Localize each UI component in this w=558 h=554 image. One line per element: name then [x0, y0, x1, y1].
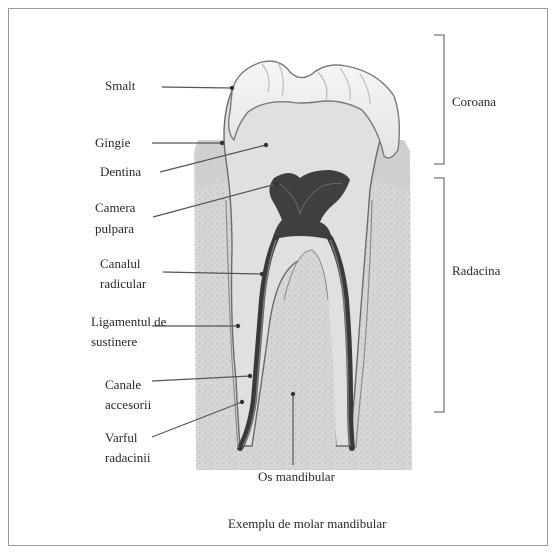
label-radacina: Radacina	[452, 263, 501, 278]
coroana-bracket	[434, 35, 444, 164]
label-varful-line2: radacinii	[105, 450, 151, 465]
label-canalul-line1: Canalul	[100, 256, 141, 271]
label-ligamentul-line2: sustinere	[91, 334, 137, 349]
label-canale-line2: accesorii	[105, 397, 152, 412]
label-dentina: Dentina	[100, 164, 141, 179]
label-varful-line1: Varful	[105, 430, 138, 445]
label-coroana: Coroana	[452, 94, 496, 109]
label-camera-line2: pulpara	[95, 221, 134, 236]
figure-caption: Exemplu de molar mandibular	[228, 516, 387, 531]
label-camera-line1: Camera	[95, 200, 136, 215]
radacina-bracket	[434, 178, 444, 412]
label-smalt: Smalt	[105, 78, 136, 93]
label-gingie: Gingie	[95, 135, 131, 150]
label-ligamentul-line1: Ligamentul de	[91, 314, 167, 329]
label-canale-line1: Canale	[105, 377, 141, 392]
label-canalul-line2: radicular	[100, 276, 147, 291]
label-os-mandibular: Os mandibular	[258, 469, 336, 484]
